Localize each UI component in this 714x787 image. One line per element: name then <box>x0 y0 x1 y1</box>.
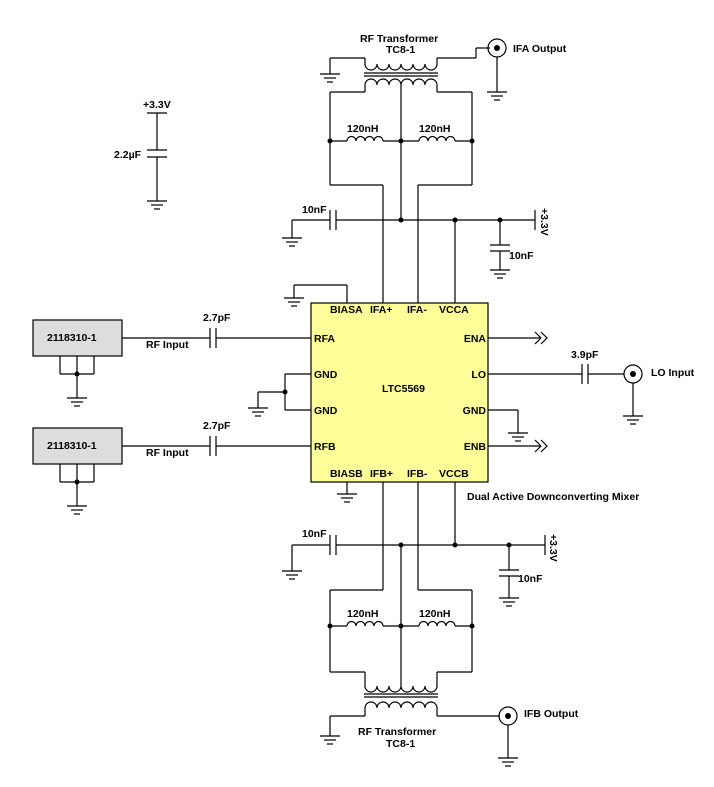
transformer-a-part: TC8-1 <box>386 44 415 56</box>
inductor-a-right-label: 120nH <box>419 123 451 135</box>
cap-a-bypass-label: 10nF <box>509 250 534 262</box>
pin-rfa: RFA <box>314 333 335 345</box>
pin-ifa-minus: IFA- <box>407 304 427 316</box>
inductor-a-left-label: 120nH <box>347 123 379 135</box>
rfb-input-label: RF Input <box>146 447 189 459</box>
pin-ifb-plus: IFB+ <box>370 468 393 480</box>
decoupling-cap-label: 2.2µF <box>114 149 142 161</box>
rfb-connector-label: 2118310-1 <box>47 440 97 452</box>
chip-name: LTC5569 <box>382 383 425 395</box>
ifb-output-label: IFB Output <box>524 708 579 720</box>
pin-ifa-plus: IFA+ <box>370 304 392 316</box>
cap-a-left-label: 10nF <box>302 204 327 216</box>
cap-b-left-label: 10nF <box>302 528 327 540</box>
inductor-b-right-label: 120nH <box>419 608 451 620</box>
ifa-output-label: IFA Output <box>513 43 567 55</box>
pin-lo: LO <box>471 369 486 381</box>
pin-vccb: VCCB <box>439 468 469 480</box>
pin-enb: ENB <box>464 441 487 453</box>
transformer-a-title: RF Transformer <box>360 33 438 45</box>
rfb-cap-label: 2.7pF <box>203 420 231 432</box>
pin-gnd-left-1: GND <box>314 369 338 381</box>
pin-biasb: BIASB <box>330 468 363 480</box>
pin-gnd-right: GND <box>463 405 487 417</box>
rfa-connector-label: 2118310-1 <box>47 332 97 344</box>
rfa-input-label: RF Input <box>146 339 189 351</box>
pin-vcca: VCCA <box>439 304 469 316</box>
supply-b-label: +3.3V <box>547 534 559 562</box>
pin-ifb-minus: IFB- <box>407 468 428 480</box>
inductor-b-left-label: 120nH <box>347 608 379 620</box>
rfa-connector <box>32 319 123 357</box>
cap-b-bypass-label: 10nF <box>518 573 543 585</box>
chip-description: Dual Active Downconverting Mixer <box>467 491 639 503</box>
lo-input-label: LO Input <box>651 367 695 379</box>
transformer-b-title: RF Transformer <box>358 726 436 738</box>
transformer-b-part: TC8-1 <box>386 738 415 750</box>
pin-biasa: BIASA <box>330 304 363 316</box>
decoupling-supply-label: +3.3V <box>143 99 171 111</box>
pin-rfb: RFB <box>314 441 336 453</box>
mixer-ic <box>310 302 489 483</box>
lo-cap-label: 3.9pF <box>571 349 599 361</box>
rfa-cap-label: 2.7pF <box>203 312 231 324</box>
pin-ena: ENA <box>464 333 487 345</box>
pin-gnd-left-2: GND <box>314 405 338 417</box>
supply-a-label: +3.3V <box>538 208 550 236</box>
